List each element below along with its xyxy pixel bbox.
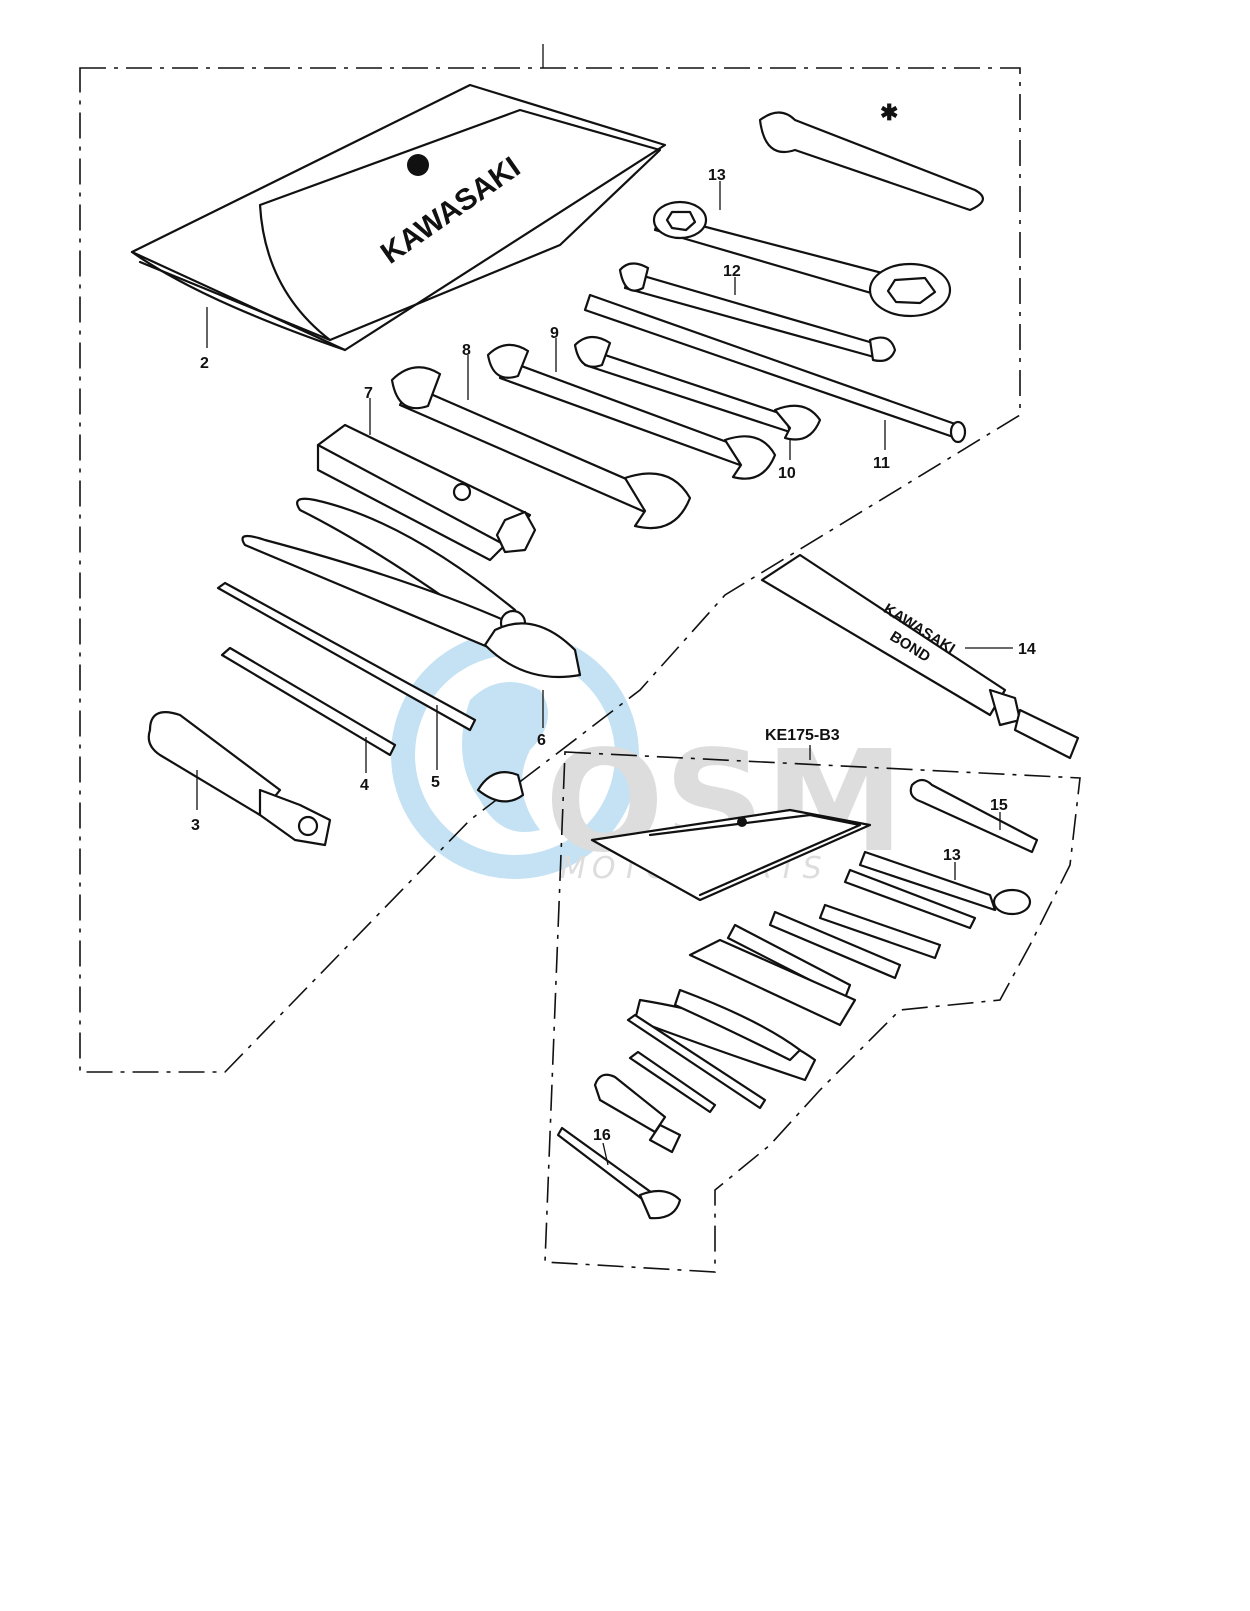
spark-plug-clip (476, 771, 525, 803)
callout-16: 16 (593, 1127, 611, 1144)
callout-3: 3 (191, 817, 200, 834)
open-wrench-8 (390, 366, 692, 530)
svg-text:✱: ✱ (880, 100, 898, 125)
open-wrench-10 (573, 335, 822, 441)
screwdriver-blade-4 (220, 646, 397, 757)
tommy-bar-11 (583, 293, 967, 444)
pliers-6 (241, 497, 582, 679)
subassembly-boundary (544, 751, 1081, 1273)
callout-5: 5 (431, 774, 440, 791)
tool-pouch: KAWASAKI (130, 83, 667, 352)
ring-wrench-13 (652, 200, 952, 318)
callout-12: 12 (723, 263, 741, 280)
mini-box-spanner (688, 938, 857, 1027)
open-wrench-9 (486, 343, 777, 480)
mini-ring-wrench (858, 850, 997, 912)
callout-2: 2 (200, 355, 209, 372)
pouch-snap-icon (407, 154, 429, 176)
open-wrench-12 (618, 262, 897, 362)
callout-6: 6 (537, 732, 546, 749)
box-spanner-7 (316, 423, 537, 562)
callouts: 2 3 4 5 6 7 8 9 10 11 12 13 14 15 13 16 (191, 167, 1036, 1144)
callout-10: 10 (778, 465, 796, 482)
callout-13-sub: 13 (943, 847, 961, 864)
callout-13: 13 (708, 167, 726, 184)
subassembly-code: KE175-B3 (765, 727, 840, 744)
mini-hook-wrench (909, 778, 1039, 854)
subassembly-tools (556, 778, 1039, 1220)
callout-8: 8 (462, 342, 471, 359)
callout-15: 15 (990, 797, 1008, 814)
callout-14: 14 (1018, 641, 1036, 658)
mini-screwdriver (593, 1073, 667, 1134)
screwdriver-blade-5 (216, 581, 477, 732)
main-assembly-boundary (79, 67, 1021, 1073)
screwdriver-handle-3 (147, 711, 332, 847)
callout-11: 11 (873, 455, 890, 472)
callout-4: 4 (360, 777, 369, 794)
callout-9: 9 (550, 325, 559, 342)
leader-lines (196, 181, 1013, 1166)
hook-wrench-top: ✱ (758, 100, 984, 212)
callout-7: 7 (364, 385, 373, 402)
